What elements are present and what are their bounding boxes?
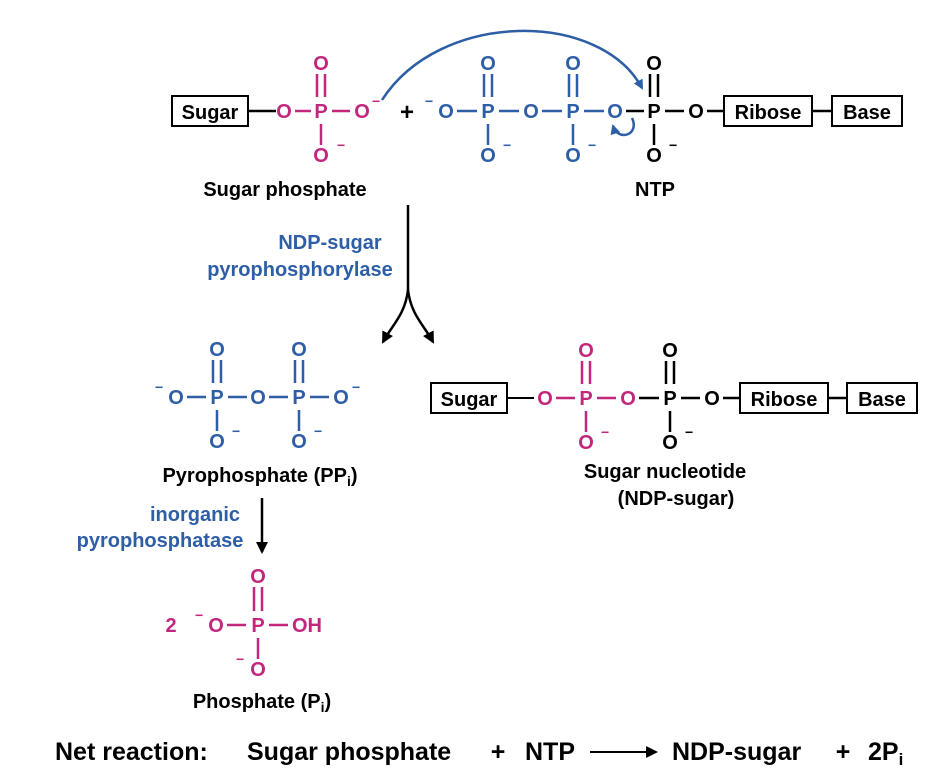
- bond-cleavage-arrow: [610, 117, 635, 137]
- sugar-box-label: Sugar: [441, 389, 498, 411]
- atom-o: O: [523, 101, 539, 123]
- plus-sign: +: [400, 99, 414, 126]
- atom-o: O: [662, 340, 678, 362]
- atom-p: P: [647, 101, 660, 123]
- sugar-box-label: Sugar: [182, 102, 239, 124]
- atom-o: O: [688, 101, 704, 123]
- ribose-box-label: Ribose: [751, 389, 818, 411]
- charge: −: [155, 379, 163, 395]
- atom-o: O: [313, 145, 329, 167]
- atom-o: O: [578, 340, 594, 362]
- ntp-molecule: − O P O O − O P O O − O P O: [425, 53, 903, 201]
- atom-o: O: [565, 145, 581, 167]
- charge: −: [588, 137, 596, 153]
- atom-o: O: [646, 53, 662, 75]
- atom-o: O: [276, 101, 292, 123]
- charge: −: [601, 424, 609, 440]
- charge: −: [669, 137, 677, 153]
- ribose-box: [739, 382, 829, 414]
- net-product2: 2Pi: [868, 738, 903, 769]
- ndp-sugar-label: (NDP-sugar): [618, 488, 735, 510]
- charge: −: [425, 93, 433, 109]
- atom-o: O: [209, 431, 225, 453]
- atom-p: P: [663, 388, 676, 410]
- atom-o: O: [607, 101, 623, 123]
- charge: −: [503, 137, 511, 153]
- net-plus1: +: [491, 738, 506, 766]
- atom-o: O: [578, 432, 594, 454]
- sugar-phosphate-molecule: Sugar O P O O − O − Sugar phosphate: [171, 53, 380, 201]
- charge: −: [314, 423, 322, 439]
- net-reaction: Net reaction: Sugar phosphate + NTP NDP-…: [55, 738, 903, 769]
- sugar-nucleotide-molecule: Sugar O P O O − O P O O − O Ribose Base: [430, 340, 918, 510]
- ntp-label: NTP: [635, 179, 675, 201]
- atom-p: P: [579, 388, 592, 410]
- atom-o: O: [620, 388, 636, 410]
- atom-o: O: [250, 659, 266, 681]
- atom-o: O: [291, 431, 307, 453]
- atom-o: O: [209, 339, 225, 361]
- net-reactant1: Sugar phosphate: [247, 738, 451, 766]
- charge: −: [236, 651, 244, 667]
- charge: −: [337, 137, 345, 153]
- atom-o: O: [168, 387, 184, 409]
- atom-o: O: [480, 145, 496, 167]
- enzyme1-line2: pyrophosphorylase: [207, 259, 393, 281]
- base-box-label: Base: [858, 389, 906, 411]
- atom-o: O: [291, 339, 307, 361]
- sugar-nucleotide-label: Sugar nucleotide: [584, 461, 746, 483]
- pyrophosphate-molecule: − O P O O − O P O O − O −: [155, 339, 360, 453]
- pyrophosphate-label: Pyrophosphate (PPi): [162, 465, 357, 489]
- charge: −: [195, 607, 203, 623]
- charge: −: [685, 424, 693, 440]
- atom-o: O: [480, 53, 496, 75]
- atom-o: O: [662, 432, 678, 454]
- sugar-box: [171, 95, 249, 127]
- charge: −: [232, 423, 240, 439]
- charge: −: [352, 379, 360, 395]
- phosphate-molecule: 2 − O P O − O OH: [165, 566, 322, 681]
- atom-o: O: [438, 101, 454, 123]
- ribose-box: [723, 95, 813, 127]
- enzyme2-line1: inorganic: [150, 504, 240, 526]
- atom-o: O: [704, 388, 720, 410]
- coefficient: 2: [165, 615, 176, 637]
- reaction-split-arrow: [381, 205, 435, 344]
- ribose-box-label: Ribose: [735, 102, 802, 124]
- atom-o: O: [565, 53, 581, 75]
- atom-o: O: [333, 387, 349, 409]
- atom-o: O: [646, 145, 662, 167]
- atom-o: O: [537, 388, 553, 410]
- atom-o: O: [208, 615, 224, 637]
- attack-arrow: [380, 29, 644, 101]
- atom-p: P: [210, 387, 223, 409]
- base-box-label: Base: [843, 102, 891, 124]
- net-product1: NDP-sugar: [672, 738, 801, 766]
- atom-p: P: [566, 101, 579, 123]
- atom-o: O: [250, 566, 266, 588]
- base-box: [846, 382, 918, 414]
- enzyme2-line2: pyrophosphatase: [77, 530, 244, 552]
- net-reaction-prefix: Net reaction:: [55, 738, 208, 766]
- atom-p: P: [292, 387, 305, 409]
- atom-p: P: [251, 615, 264, 637]
- net-reactant2: NTP: [525, 738, 575, 766]
- enzyme1-line1: NDP-sugar: [278, 232, 382, 254]
- net-plus2: +: [836, 738, 851, 766]
- atom-p: P: [481, 101, 494, 123]
- charge: −: [372, 93, 380, 109]
- atom-oh: OH: [292, 615, 322, 637]
- atom-o: O: [250, 387, 266, 409]
- atom-o: O: [354, 101, 370, 123]
- atom-p: P: [314, 101, 327, 123]
- sugar-phosphate-label: Sugar phosphate: [203, 179, 366, 201]
- base-box: [831, 95, 903, 127]
- atom-o: O: [313, 53, 329, 75]
- phosphate-label: Phosphate (Pi): [193, 691, 331, 715]
